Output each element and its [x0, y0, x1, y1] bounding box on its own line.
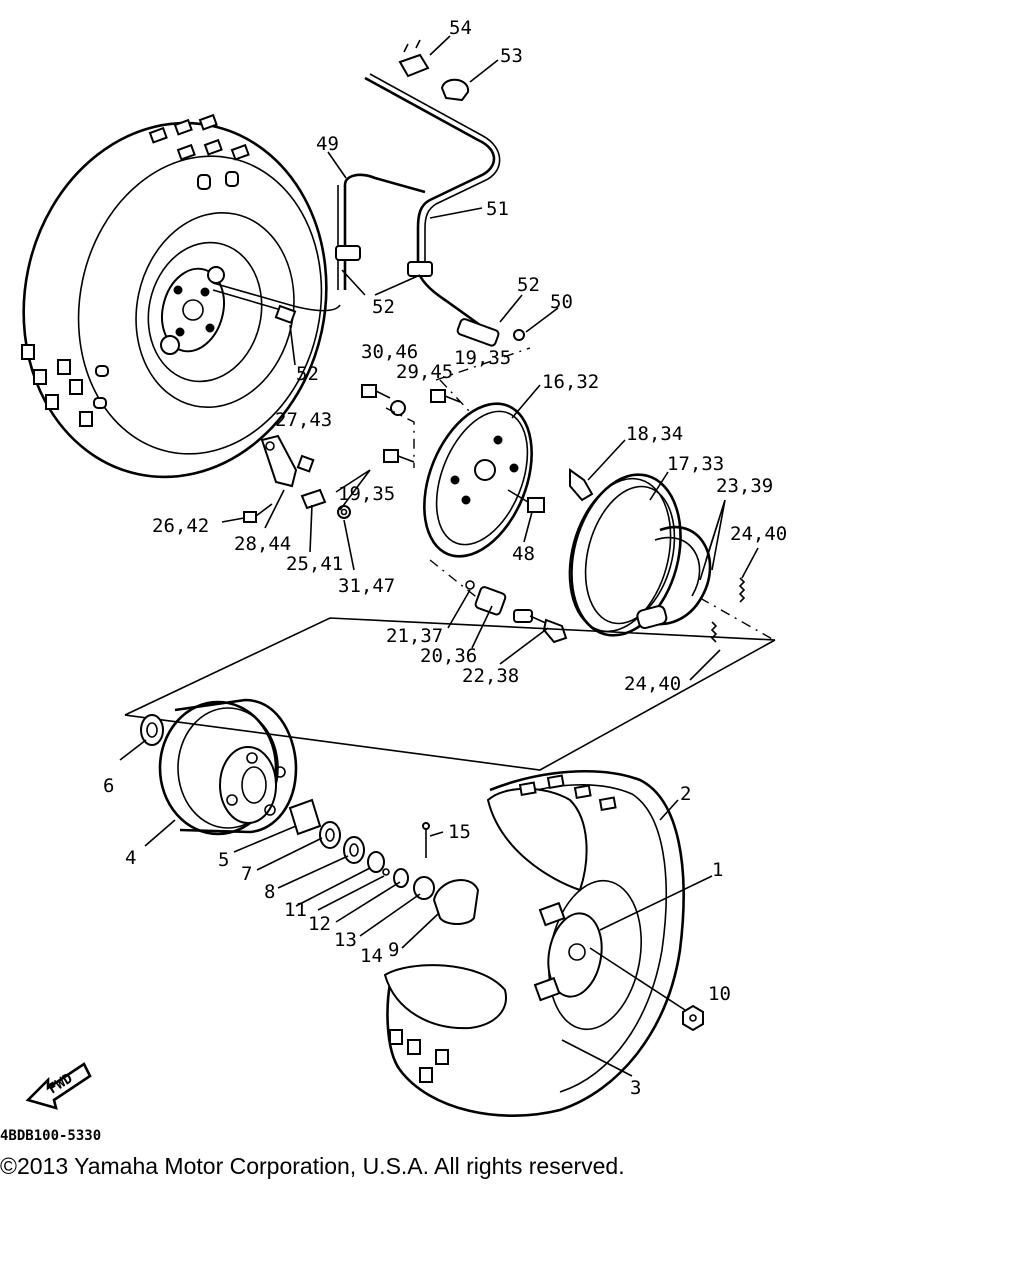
callout-19-35a: 19,35 [454, 347, 511, 369]
callout-7: 7 [241, 863, 252, 885]
callout-3: 3 [630, 1077, 641, 1099]
callout-24-40b: 24,40 [624, 673, 681, 695]
callout-12: 12 [308, 913, 331, 935]
callout-52c: 52 [296, 363, 319, 385]
axle-small-parts [319, 821, 480, 925]
callout-20-36: 20,36 [420, 645, 477, 667]
callout-15: 15 [448, 821, 471, 843]
callout-53: 53 [500, 45, 523, 67]
callout-54: 54 [449, 17, 472, 39]
callout-27-43: 27,43 [275, 409, 332, 431]
callout-51: 51 [486, 198, 509, 220]
callout-29-45: 29,45 [396, 361, 453, 383]
lower-wheel-tire [383, 769, 704, 1117]
callout-19-35b: 19,35 [338, 483, 395, 505]
callout-28-44: 28,44 [234, 533, 291, 555]
callout-26-42: 26,42 [152, 515, 209, 537]
callout-14: 14 [360, 945, 383, 967]
callout-49: 49 [316, 133, 339, 155]
assembly-bracket-lines [124, 617, 776, 771]
callout-10: 10 [708, 983, 731, 1005]
part-number: 4BDB100-5330 [0, 1128, 101, 1144]
callout-52b: 52 [517, 274, 540, 296]
callout-17-33: 17,33 [667, 453, 724, 475]
callout-48: 48 [512, 543, 535, 565]
callout-16-32: 16,32 [542, 371, 599, 393]
callout-6: 6 [103, 775, 114, 797]
callout-31-47: 31,47 [338, 575, 395, 597]
callout-22-38: 22,38 [462, 665, 519, 687]
callout-25-41: 25,41 [286, 553, 343, 575]
callout-8: 8 [264, 881, 275, 903]
callout-30-46: 30,46 [361, 341, 418, 363]
callout-13: 13 [334, 929, 357, 951]
fwd-arrow: FWD [25, 1062, 92, 1110]
copyright-notice: ©2013 Yamaha Motor Corporation, U.S.A. A… [0, 1153, 625, 1179]
callout-1: 1 [712, 859, 723, 881]
callout-labels: 54 53 49 51 52 52 52 50 30,46 29,45 19,3… [103, 17, 787, 1099]
brake-panel [243, 347, 594, 558]
brake-drum-shoes [429, 473, 775, 644]
callout-11: 11 [284, 899, 307, 921]
callout-23-39: 23,39 [716, 475, 773, 497]
callout-18-34: 18,34 [626, 423, 683, 445]
callout-9: 9 [388, 939, 399, 961]
brake-cable-assembly [335, 39, 525, 347]
callout-2: 2 [680, 783, 691, 805]
callout-21-37: 21,37 [386, 625, 443, 647]
callout-4: 4 [125, 847, 136, 869]
callout-50: 50 [550, 291, 573, 313]
callout-24-40a: 24,40 [730, 523, 787, 545]
upper-wheel-tire [21, 113, 341, 479]
fwd-label: FWD [46, 1070, 76, 1097]
callout-5: 5 [218, 849, 229, 871]
hub-drum [140, 698, 322, 836]
leader-lines [119, 35, 759, 1077]
callout-52a: 52 [372, 296, 395, 318]
